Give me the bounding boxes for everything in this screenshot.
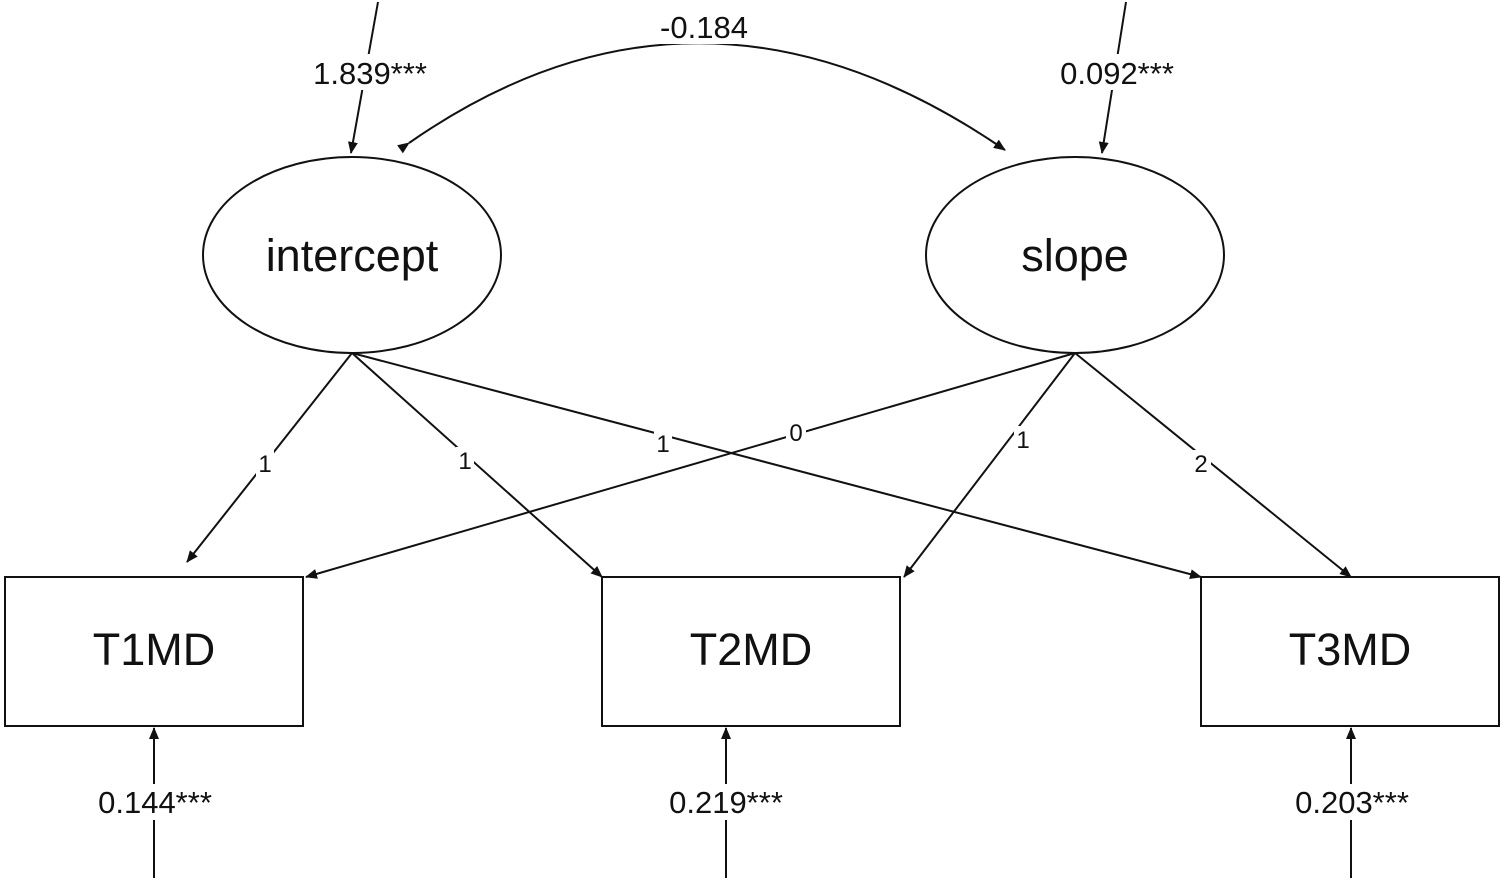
loading-slope-t2md [903,352,1076,578]
loading-label-intercept-t2md: 1 [458,448,471,475]
slope-factor-label: slope [1021,230,1129,281]
loading-label-slope-t3md: 2 [1194,451,1207,478]
loading-intercept-t3md [351,352,1202,580]
loading-slope-t3md [1074,352,1352,578]
t3md-label: T3MD [1289,624,1412,675]
loading-label-slope-t1md: 0 [789,420,802,447]
loading-intercept-t2md [351,352,603,578]
intercept-variance-label: 1.839*** [313,56,427,91]
t2md-label: T2MD [690,624,813,675]
covariance-label-bg [648,10,760,44]
t3md-box [1200,576,1500,727]
loading-label-slope-t2md: 1 [1016,427,1029,454]
slope-variance-label-bg [1050,54,1186,90]
intercept-factor-label: intercept [266,230,439,281]
slope-variance-label: 0.092*** [1060,56,1174,91]
t2md-residual-label: 0.219*** [669,785,783,820]
t2md-box [601,576,901,727]
covariance-arrow [397,42,1006,154]
intercept-variance-label-bg [300,54,440,90]
covariance-label: -0.184 [660,10,748,45]
slope-factor-ellipse [925,156,1225,354]
loading-label-intercept-t3md: 1 [656,431,669,458]
t1md-label: T1MD [93,624,216,675]
t1md-box [4,576,304,727]
t3md-residual-label: 0.203*** [1295,785,1409,820]
intercept-factor-ellipse [202,156,502,354]
loading-slope-t1md [305,352,1076,579]
t1md-residual-label: 0.144*** [98,785,212,820]
loading-label-intercept-t1md: 1 [258,451,271,478]
